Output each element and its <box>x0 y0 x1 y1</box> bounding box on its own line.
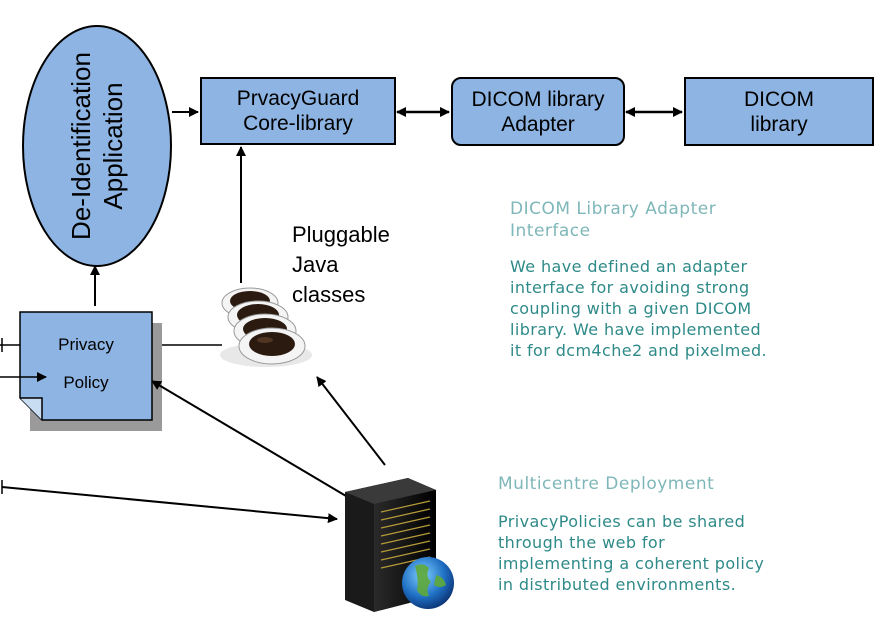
adapter-line2: Adapter <box>501 112 575 136</box>
policy-document[interactable] <box>19 311 153 421</box>
arrow-server-to-policy <box>151 380 347 497</box>
multicentre-caption-body-4: in distributed environments. <box>498 575 737 594</box>
deid-app-label: De-Identification Application <box>57 26 137 266</box>
adapter-line1: DICOM library <box>471 87 605 111</box>
multicentre-caption-body-1: PrivacyPolicies can be shared <box>498 512 746 531</box>
pluggable-label: Pluggable Java classes <box>292 220 390 310</box>
adapter-caption-title2: Interface <box>510 221 591 241</box>
adapter-caption-body-1: We have defined an adapter <box>510 257 748 276</box>
adapter-caption-body-3: coupling with a given DICOM <box>510 299 752 318</box>
pluggable-line1: Pluggable <box>292 222 390 247</box>
server-globe-icon <box>345 478 454 612</box>
pluggable-line3: classes <box>292 282 366 307</box>
dicom-library-box[interactable]: DICOM library <box>684 77 874 146</box>
coffee-cups-icon <box>220 287 312 367</box>
multicentre-caption-body-3: implementing a coherent policy <box>498 554 765 573</box>
policy-label: Privacy Policy <box>20 326 152 402</box>
adapter-interface-caption: DICOM Library Adapter Interface We have … <box>510 198 880 361</box>
deid-app-line1: De-Identification <box>66 52 96 240</box>
pluggable-line2: Java <box>292 252 339 277</box>
arrow-server-to-classes <box>316 376 386 466</box>
policy-line2: Policy <box>63 373 109 392</box>
adapter-caption-title1: DICOM Library Adapter <box>510 199 717 219</box>
core-library-box[interactable]: PrvacyGuard Core-library <box>200 77 396 145</box>
dicom-line2: library <box>750 112 808 136</box>
multicentre-caption: Multicentre Deployment PrivacyPolicies c… <box>498 473 880 595</box>
adapter-caption-body-2: interface for avoiding strong <box>510 278 750 297</box>
core-line2: Core-library <box>243 112 353 135</box>
adapter-caption-body-5: it for dcm4che2 and pixelmed. <box>510 341 767 360</box>
adapter-box[interactable]: DICOM library Adapter <box>451 77 625 146</box>
arrow-left-to-server <box>1 486 338 524</box>
deid-app-line2: Application <box>98 82 128 210</box>
policy-fold <box>20 397 43 420</box>
adapter-caption-body-4: library. We have implemented <box>510 320 762 339</box>
policy-line1: Privacy <box>58 335 114 354</box>
multicentre-caption-title: Multicentre Deployment <box>498 474 715 494</box>
dicom-line1: DICOM <box>744 87 814 111</box>
core-line1: PrvacyGuard <box>236 87 360 110</box>
multicentre-caption-body-2: through the web for <box>498 533 666 552</box>
